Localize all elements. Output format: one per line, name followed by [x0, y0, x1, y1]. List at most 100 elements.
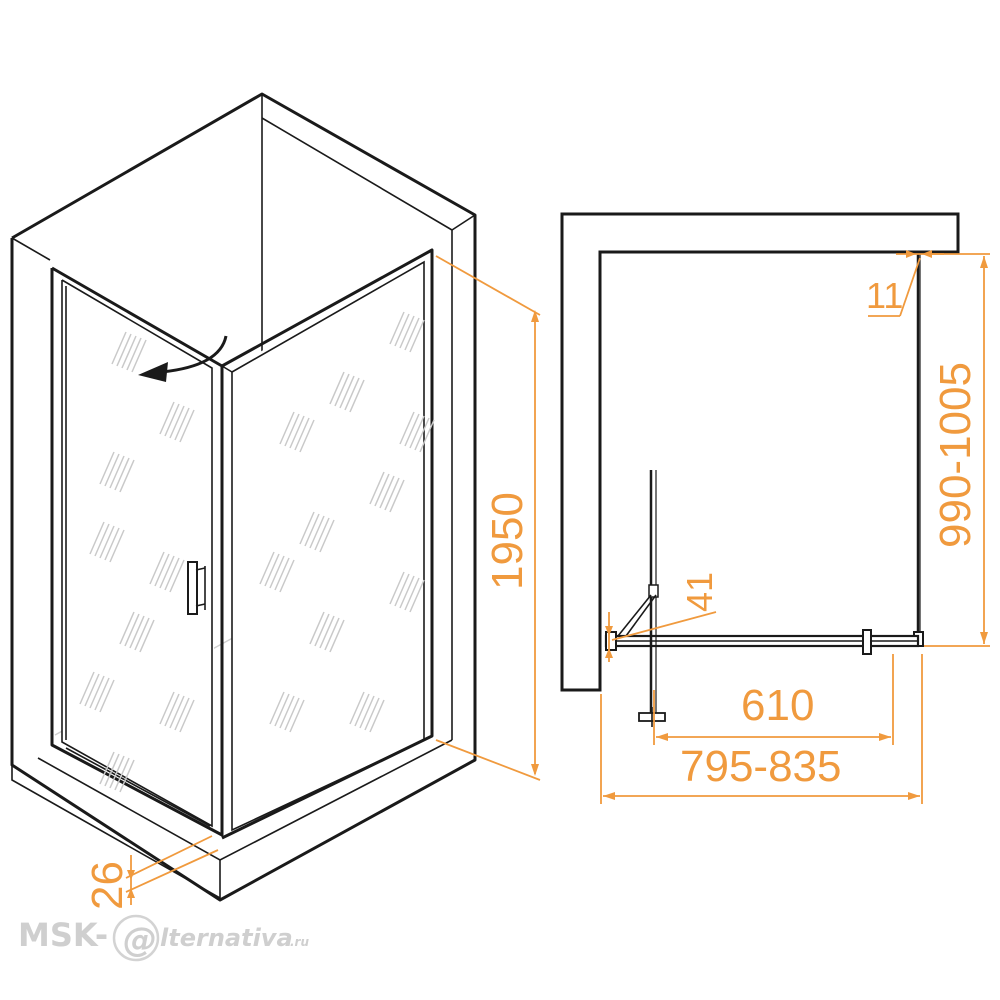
glass-streak [384, 477, 400, 511]
glass-streak [369, 699, 385, 733]
glass-streak [129, 615, 145, 649]
dimension-profile: 26 [83, 835, 219, 910]
logo-at: @ [123, 920, 157, 960]
glass-streak [269, 555, 285, 589]
glass-streak [349, 691, 365, 725]
glass-streak [409, 319, 425, 353]
door-opening-label: 610 [741, 681, 814, 730]
glass-streak [419, 419, 435, 453]
dimension-wall-gap: 11 [866, 250, 944, 317]
glass-streak [134, 617, 150, 651]
height-label: 1950 [483, 492, 532, 590]
glass-streak [124, 613, 140, 647]
glass-streak [259, 551, 275, 585]
glass-streak [279, 411, 295, 445]
glass-streak [109, 455, 125, 489]
glass-streak [99, 679, 115, 713]
glass-streak [119, 459, 135, 493]
glass-streak [319, 615, 335, 649]
fixed-panel [221, 248, 434, 840]
door-swing-arrow-icon [138, 335, 228, 382]
glass-streak [94, 677, 110, 711]
glass-streak [399, 575, 415, 609]
glass-streak [84, 673, 100, 707]
glass-streak [114, 757, 130, 791]
door-total-label: 795-835 [680, 742, 841, 791]
glass-streak [399, 411, 415, 445]
glass-streak [159, 691, 175, 725]
glass-streak [126, 337, 142, 371]
glass-streak [104, 453, 120, 487]
glass-streak [314, 517, 330, 551]
glass-streak [179, 699, 195, 733]
door-profile-label: 41 [679, 572, 720, 612]
logo-prefix: MSK- [18, 916, 108, 954]
glass-streak [104, 753, 120, 787]
glass-streak [274, 693, 290, 727]
glass-streak [319, 519, 335, 553]
glass-streak [94, 523, 110, 557]
glass-streak [159, 401, 175, 435]
glass-streak [309, 611, 325, 645]
glass-streak [179, 409, 195, 443]
glass-streak [159, 555, 175, 589]
glass-streak [339, 375, 355, 409]
glass-streak [104, 527, 120, 561]
dimension-door-profile: 41 [605, 572, 720, 662]
glass-streak [169, 559, 185, 593]
glass-pattern [79, 311, 435, 793]
glass-streak [119, 611, 135, 645]
glass-streak [344, 377, 360, 411]
logo-suffix: lternativa [160, 924, 293, 952]
glass-streak [139, 619, 155, 653]
glass-streak [399, 315, 415, 349]
glass-streak [329, 619, 345, 653]
glass-streak [169, 695, 185, 729]
glass-streak [264, 553, 280, 587]
glass-streak [109, 755, 125, 789]
glass-streak [409, 579, 425, 613]
isometric-view: 1950 26 [10, 92, 541, 910]
dimension-door-total: 795-835 [600, 654, 923, 804]
glass-streak [314, 613, 330, 647]
glass-streak [116, 333, 132, 367]
wall-gap-label: 11 [866, 275, 903, 316]
glass-streak [374, 473, 390, 507]
glass-streak [131, 339, 147, 373]
glass-streak [274, 557, 290, 591]
glass-streak [99, 751, 115, 785]
glass-streak [89, 675, 105, 709]
dimension-height: 1950 [435, 255, 541, 781]
glass-streak [289, 415, 305, 449]
glass-streak [164, 403, 180, 437]
glass-streak [404, 577, 420, 611]
glass-streak [404, 413, 420, 447]
door-plan [604, 470, 920, 727]
glass-streak [79, 671, 95, 705]
glass-streak [404, 317, 420, 351]
glass-streak [299, 511, 315, 545]
glass-streak [389, 311, 405, 345]
glass-streak [309, 515, 325, 549]
glass-streak [414, 417, 430, 451]
plan-view: 990-1005 11 41 610 [560, 212, 990, 804]
dimension-door-opening: 610 [653, 654, 894, 745]
glass-streak [364, 697, 380, 731]
glass-streak [389, 479, 405, 513]
glass-streak [269, 691, 285, 725]
panel-width-label: 990-1005 [931, 362, 980, 548]
glass-streak [394, 313, 410, 347]
glass-streak [379, 475, 395, 509]
glass-streak [284, 413, 300, 447]
glass-streak [279, 559, 295, 593]
glass-streak [119, 759, 135, 793]
glass-streak [174, 697, 190, 731]
glass-streak [294, 417, 310, 451]
glass-streak [284, 697, 300, 731]
glass-streak [289, 699, 305, 733]
wall-outline [11, 92, 477, 728]
glass-streak [109, 529, 125, 563]
glass-streak [89, 521, 105, 555]
logo-domain: .ru [290, 935, 309, 949]
door-panel [50, 266, 224, 837]
